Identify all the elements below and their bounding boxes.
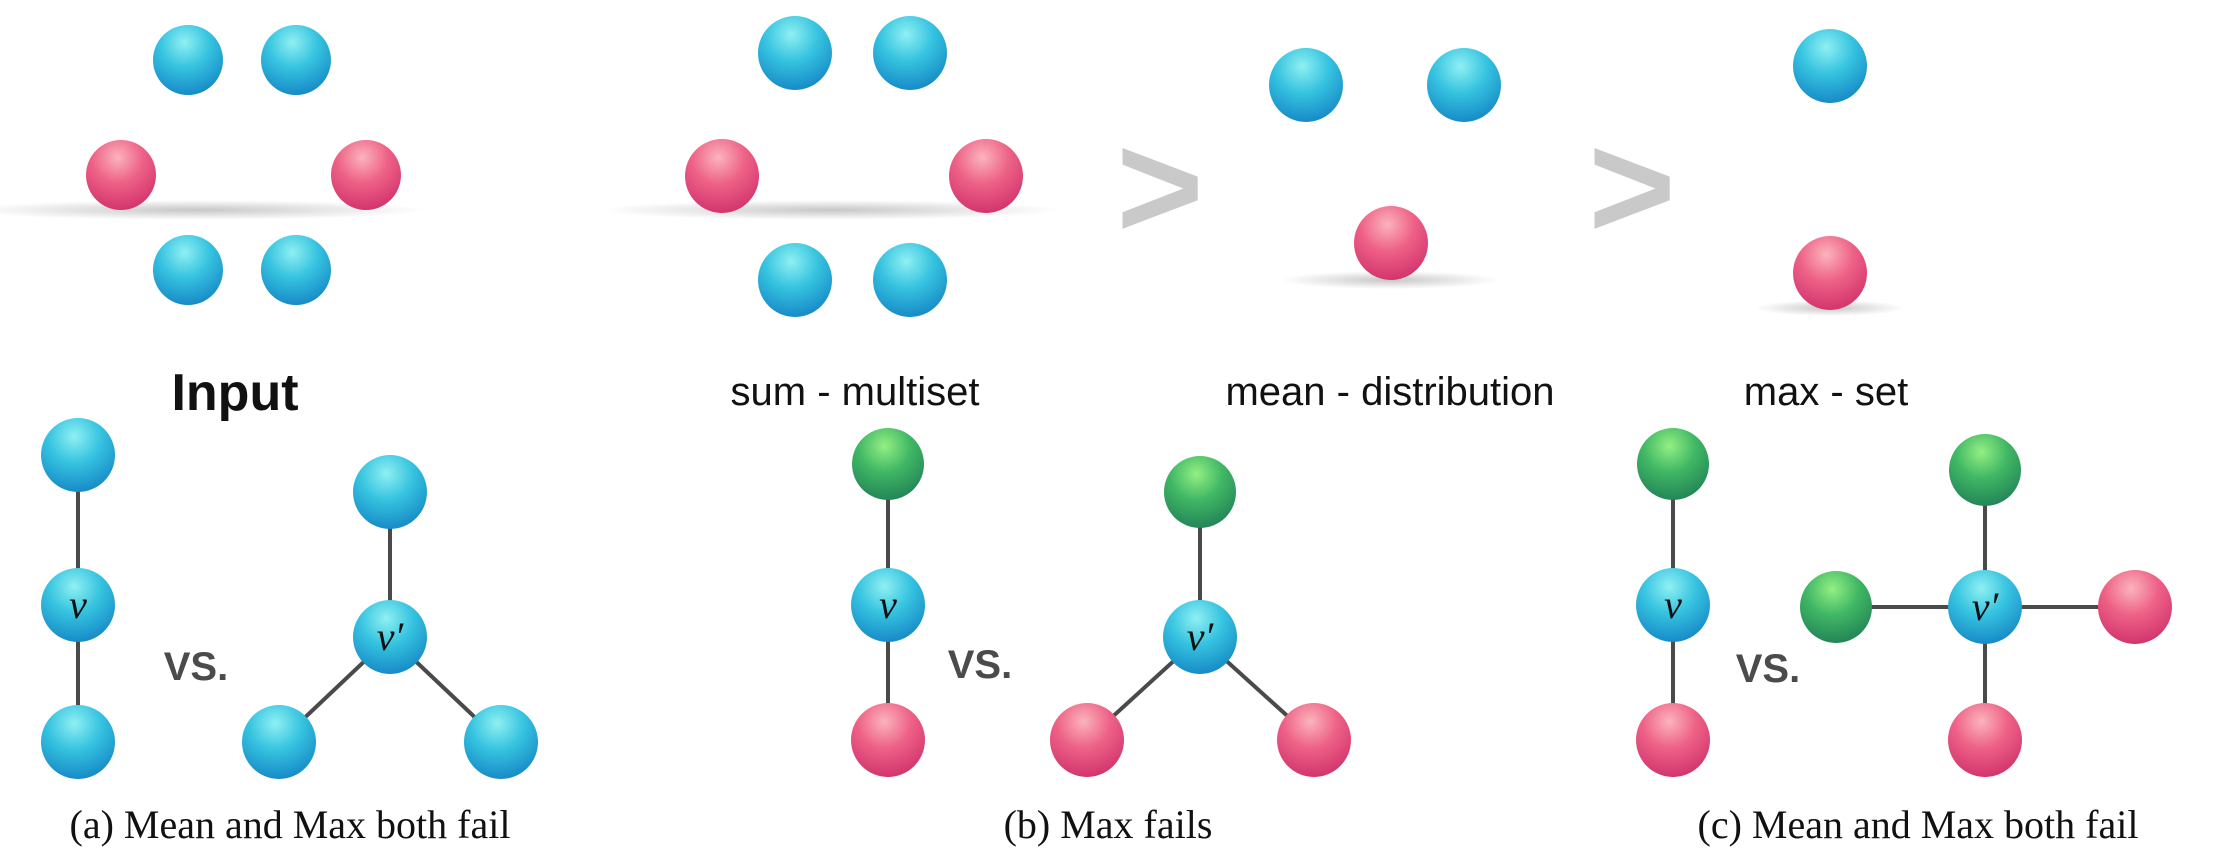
max-set: max - set	[1744, 29, 1908, 414]
ground-shadow	[1280, 271, 1500, 289]
node-label-v-prime: v′	[377, 614, 405, 659]
mean-distribution-label: mean - distribution	[1225, 370, 1554, 414]
blue-ball	[758, 16, 832, 90]
sum-multiset-set: sum - multiset	[600, 16, 1060, 414]
blue-ball	[758, 243, 832, 317]
green-node	[1637, 428, 1709, 500]
center-node-v-prime	[1948, 570, 2022, 644]
red-node	[2098, 570, 2172, 644]
max-set-label: max - set	[1744, 370, 1908, 414]
red-node	[851, 703, 925, 777]
graph-v-prime: v′	[242, 455, 538, 779]
center-node-v	[1636, 568, 1710, 642]
center-node-v-prime	[353, 600, 427, 674]
graph-v: v	[851, 428, 925, 777]
sum-multiset-label: sum - multiset	[731, 370, 980, 414]
mean-distribution-set: mean - distribution	[1225, 48, 1555, 414]
blue-node	[353, 455, 427, 529]
node-label-v-prime: v′	[1972, 584, 2000, 629]
blue-node	[242, 705, 316, 779]
blue-ball	[153, 25, 223, 95]
panel-a: v VS. v′ (a) Mean and Max both fail	[41, 418, 538, 847]
node-label-v: v	[1664, 582, 1682, 627]
blue-ball	[873, 243, 947, 317]
center-node-v	[851, 568, 925, 642]
blue-node	[41, 705, 115, 779]
green-node	[1164, 456, 1236, 528]
blue-ball	[1427, 48, 1501, 122]
panel-c: v VS. v′ (c) Mean and Max both fail	[1636, 428, 2172, 847]
greater-than-sign: >	[1588, 102, 1676, 270]
panel-b: v VS. v′ (b) Max fails	[851, 428, 1351, 847]
vs-label: VS.	[1736, 647, 1800, 691]
red-ball	[86, 140, 156, 210]
blue-ball	[873, 16, 947, 90]
red-ball	[1793, 236, 1867, 310]
caption-c: (c) Mean and Max both fail	[1698, 802, 2139, 847]
graph-v-prime: v′	[1800, 434, 2172, 777]
caption-a: (a) Mean and Max both fail	[70, 802, 511, 847]
red-ball	[685, 139, 759, 213]
green-node	[1949, 434, 2021, 506]
red-ball	[331, 140, 401, 210]
blue-ball	[1269, 48, 1343, 122]
node-label-v-prime: v′	[1187, 614, 1215, 659]
red-ball	[949, 139, 1023, 213]
green-node	[852, 428, 924, 500]
graph-v: v	[41, 418, 115, 779]
graph-v-prime: v′	[1050, 456, 1351, 777]
input-set: Input	[0, 25, 425, 422]
vs-label: VS.	[948, 643, 1012, 687]
blue-node	[41, 418, 115, 492]
center-node-v	[41, 568, 115, 642]
vs-label: VS.	[164, 645, 228, 689]
input-label: Input	[171, 364, 298, 422]
greater-than-sign: >	[1116, 102, 1204, 270]
red-ball	[1354, 206, 1428, 280]
center-node-v-prime	[1163, 600, 1237, 674]
blue-ball	[1793, 29, 1867, 103]
red-node	[1050, 703, 1124, 777]
node-label-v: v	[879, 582, 897, 627]
graph-v: v	[1636, 428, 1710, 777]
red-node	[1277, 703, 1351, 777]
blue-ball	[261, 25, 331, 95]
red-node	[1948, 703, 2022, 777]
green-node	[1800, 571, 1872, 643]
red-node	[1636, 703, 1710, 777]
blue-ball	[261, 235, 331, 305]
blue-ball	[153, 235, 223, 305]
caption-b: (b) Max fails	[1004, 802, 1213, 847]
blue-node	[464, 705, 538, 779]
node-label-v: v	[69, 582, 87, 627]
